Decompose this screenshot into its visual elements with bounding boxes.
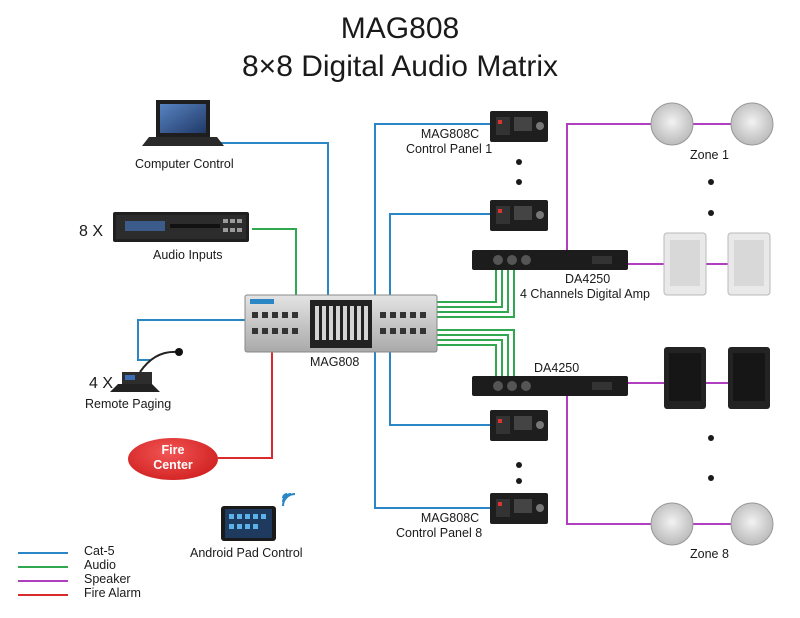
- audio-line-amp1-b: [437, 270, 503, 308]
- wifi-icon: [282, 493, 296, 507]
- remote-paging-count-label: 4 X: [89, 375, 114, 392]
- amplifier-1-icon: [472, 250, 628, 270]
- legend-item: Speaker: [18, 572, 158, 588]
- legend-label: Audio: [84, 558, 116, 572]
- amp-bottom-model-label: DA4250: [534, 361, 580, 375]
- control-panel-8-icon: [490, 493, 548, 524]
- legend-label: Fire Alarm: [84, 586, 141, 600]
- audio-line-inputs: [252, 228, 297, 295]
- amp-top-desc-label: 4 Channels Digital Amp: [520, 287, 650, 301]
- audio-line-amp1-a: [437, 270, 497, 303]
- legend-swatch: [18, 552, 68, 554]
- legend-item: Audio: [18, 558, 158, 574]
- audio-line-amp2-d: [437, 344, 497, 378]
- remote-paging-label: Remote Paging: [85, 397, 172, 411]
- panel-bottom-model-label: MAG808C: [420, 511, 480, 525]
- wall-speaker-white-icon: [663, 232, 707, 296]
- mag808-matrix-icon: [244, 294, 438, 353]
- amplifier-2-icon: [472, 376, 628, 396]
- control-panel-7-icon: [490, 410, 548, 441]
- audio-inputs-label: Audio Inputs: [153, 248, 223, 262]
- audio-inputs-count-label: 8 X: [79, 223, 104, 240]
- ceiling-speaker-icon: [730, 502, 774, 546]
- mag808-label: MAG808: [310, 355, 360, 369]
- speaker-line-zone1: [566, 123, 654, 250]
- audio-line-amp2-c: [437, 339, 503, 378]
- audio-line-amp2-a: [437, 329, 515, 378]
- ellipsis-dots: [516, 159, 714, 484]
- cat5-line-panel-8: [374, 352, 490, 509]
- ceiling-speaker-icon: [650, 502, 694, 546]
- legend-label: Speaker: [84, 572, 131, 586]
- fire-alarm-line: [218, 352, 273, 459]
- cat5-line-panel-1: [374, 123, 490, 295]
- computer-control-label: Computer Control: [135, 157, 234, 171]
- legend-item: Cat-5: [18, 544, 158, 560]
- cat5-line-panel-7: [389, 352, 490, 426]
- audio-line-amp1-d: [437, 270, 515, 318]
- control-panel-1-icon: [490, 111, 548, 142]
- android-pad-label: Android Pad Control: [190, 546, 303, 560]
- diagram-title: MAG808: [340, 12, 460, 45]
- legend-swatch: [18, 580, 68, 582]
- fire-center-line1: Fire: [161, 443, 185, 457]
- audio-input-rack-icon: [113, 212, 249, 242]
- cat5-line-paging: [137, 319, 245, 361]
- zone-top-label: Zone 1: [690, 148, 729, 162]
- fire-center-badge: Fire Center: [128, 438, 218, 480]
- zone-bottom-label: Zone 8: [690, 547, 729, 561]
- legend-swatch: [18, 566, 68, 568]
- ceiling-speaker-icon: [650, 102, 694, 146]
- diagram-subtitle: 8×8 Digital Audio Matrix: [242, 50, 558, 83]
- panel-top-name-label: Control Panel 1: [406, 142, 493, 156]
- legend-swatch: [18, 594, 68, 596]
- legend-item: Fire Alarm: [18, 586, 158, 602]
- ceiling-speaker-icon: [730, 102, 774, 146]
- legend-label: Cat-5: [84, 544, 115, 558]
- panel-top-model-label: MAG808C: [420, 127, 480, 141]
- wall-speaker-black-icon: [664, 347, 706, 409]
- speaker-line-zone8: [566, 396, 654, 525]
- paging-microphone-icon: [110, 348, 183, 392]
- audio-line-amp2-b: [437, 334, 509, 378]
- panel-bottom-name-label: Control Panel 8: [396, 526, 483, 540]
- audio-line-amp1-c: [437, 270, 509, 313]
- cat5-line-panel-2: [389, 213, 490, 295]
- control-panel-2-icon: [490, 200, 548, 231]
- android-pad-icon: [221, 506, 276, 541]
- amp-top-model-label: DA4250: [565, 272, 611, 286]
- fire-center-line2: Center: [153, 458, 193, 472]
- laptop-icon: [142, 100, 224, 146]
- cat5-line-computer: [213, 142, 329, 295]
- wall-speaker-black-icon: [728, 347, 770, 409]
- wall-speaker-white-icon: [727, 232, 771, 296]
